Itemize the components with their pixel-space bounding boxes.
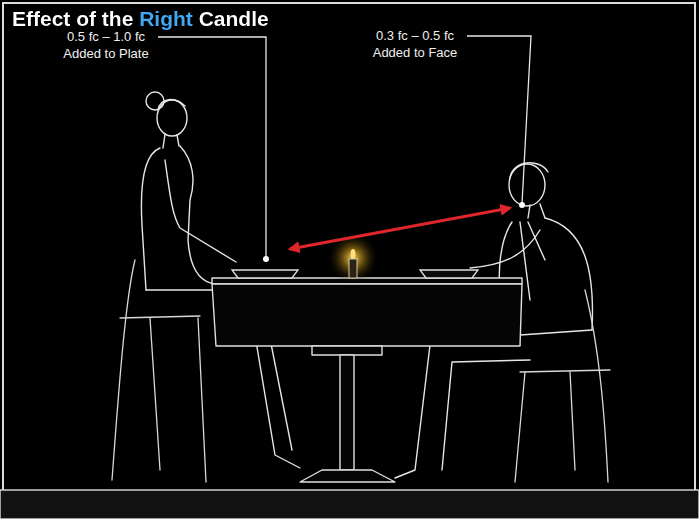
chair-back — [112, 260, 135, 480]
man-arm — [470, 230, 540, 268]
left-chair — [112, 260, 206, 482]
woman-lap — [146, 289, 215, 290]
chair-legs — [515, 372, 575, 482]
right-chair — [515, 290, 610, 482]
woman-bun — [146, 92, 164, 110]
woman-back — [141, 148, 160, 290]
woman-arm — [165, 160, 236, 262]
candle-flame — [351, 249, 356, 259]
man-legs — [395, 345, 530, 478]
table-stem — [340, 355, 354, 470]
leader-dot — [263, 256, 269, 262]
diagram-title: Effect of the Right Candle — [12, 7, 269, 31]
woman-hair — [158, 100, 185, 110]
leader-line — [467, 36, 531, 204]
light-path-arrow — [290, 208, 510, 249]
woman-neck — [163, 134, 179, 148]
floor — [0, 490, 699, 519]
table-brace — [312, 346, 382, 355]
callout-label: 0.3 fc – 0.5 fc Added to Face — [366, 27, 464, 61]
right-plate — [420, 270, 478, 278]
table-base — [300, 470, 395, 482]
leader-line — [158, 37, 266, 258]
man-neck — [528, 204, 545, 218]
man-head — [509, 164, 545, 206]
table-cloth — [212, 284, 522, 346]
woman-head — [157, 100, 187, 136]
man-hair — [510, 163, 548, 178]
callout-label: 0.5 fc – 1.0 fc Added to Plate — [57, 28, 155, 62]
table — [212, 278, 522, 482]
candle — [349, 259, 357, 278]
chair-back — [585, 290, 608, 482]
frame — [3, 3, 695, 515]
woman-front — [180, 146, 215, 284]
chair-seat — [520, 370, 610, 372]
leader-dot — [519, 202, 525, 208]
man-back — [545, 218, 592, 330]
left-plate — [232, 270, 298, 278]
chair-seat — [120, 316, 200, 318]
chair-legs — [150, 318, 206, 482]
